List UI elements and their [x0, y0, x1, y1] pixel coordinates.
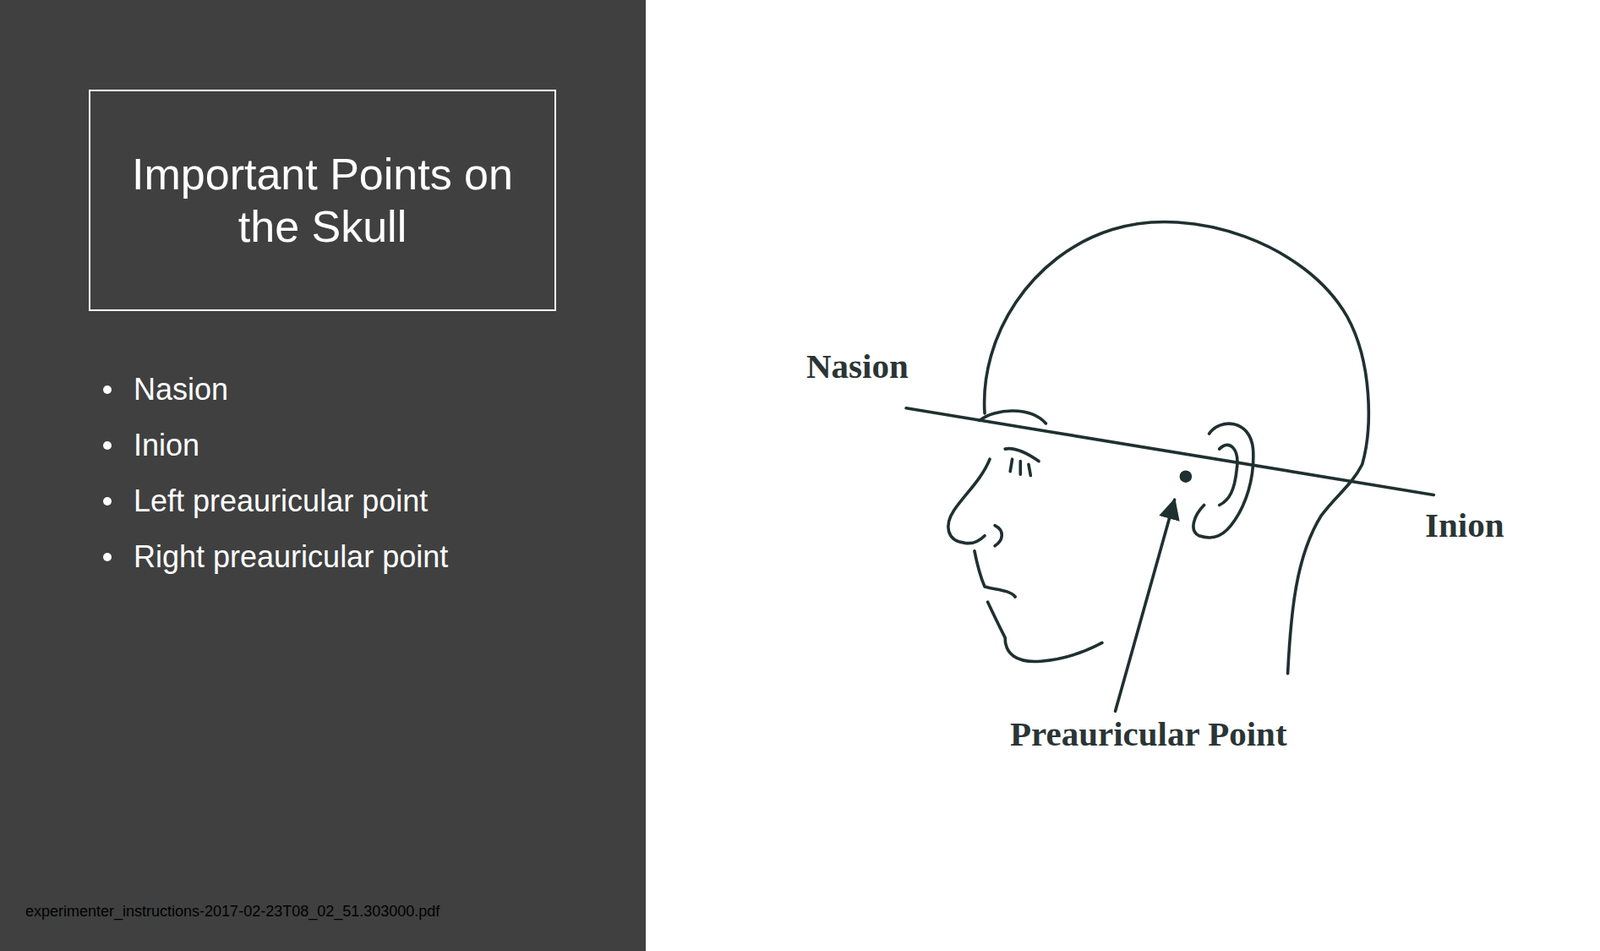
dark-panel — [0, 0, 646, 951]
lips — [974, 551, 1016, 597]
bullet-item: Inion — [133, 426, 200, 464]
ear — [1193, 423, 1254, 538]
cranium-outline — [984, 222, 1370, 674]
nasion-inion-line — [906, 408, 1434, 496]
file-name: experimenter_instructions-2017-02-23T08_… — [25, 902, 440, 922]
eye — [1004, 448, 1039, 476]
bullet-dot — [103, 552, 112, 562]
point-label: Preauricular Point — [1010, 713, 1288, 755]
point-label: Nasion — [806, 345, 909, 388]
bullet-dot — [103, 385, 112, 394]
title-box: Important Points on the Skull — [88, 89, 557, 312]
bullet-dot — [103, 441, 112, 450]
leader-arrow — [1115, 499, 1175, 711]
bullet-item: Left preauricular point — [133, 482, 428, 519]
chin — [988, 601, 1103, 661]
bullet-item: Nasion — [133, 371, 229, 408]
bullet-item: Right preauricular point — [133, 538, 448, 575]
nose — [948, 458, 1002, 547]
preauricular-dot — [1179, 469, 1192, 482]
point-label: Inion — [1425, 504, 1504, 547]
bullet-dot — [103, 496, 112, 506]
title-text: Important Points on the Skull — [107, 147, 538, 254]
